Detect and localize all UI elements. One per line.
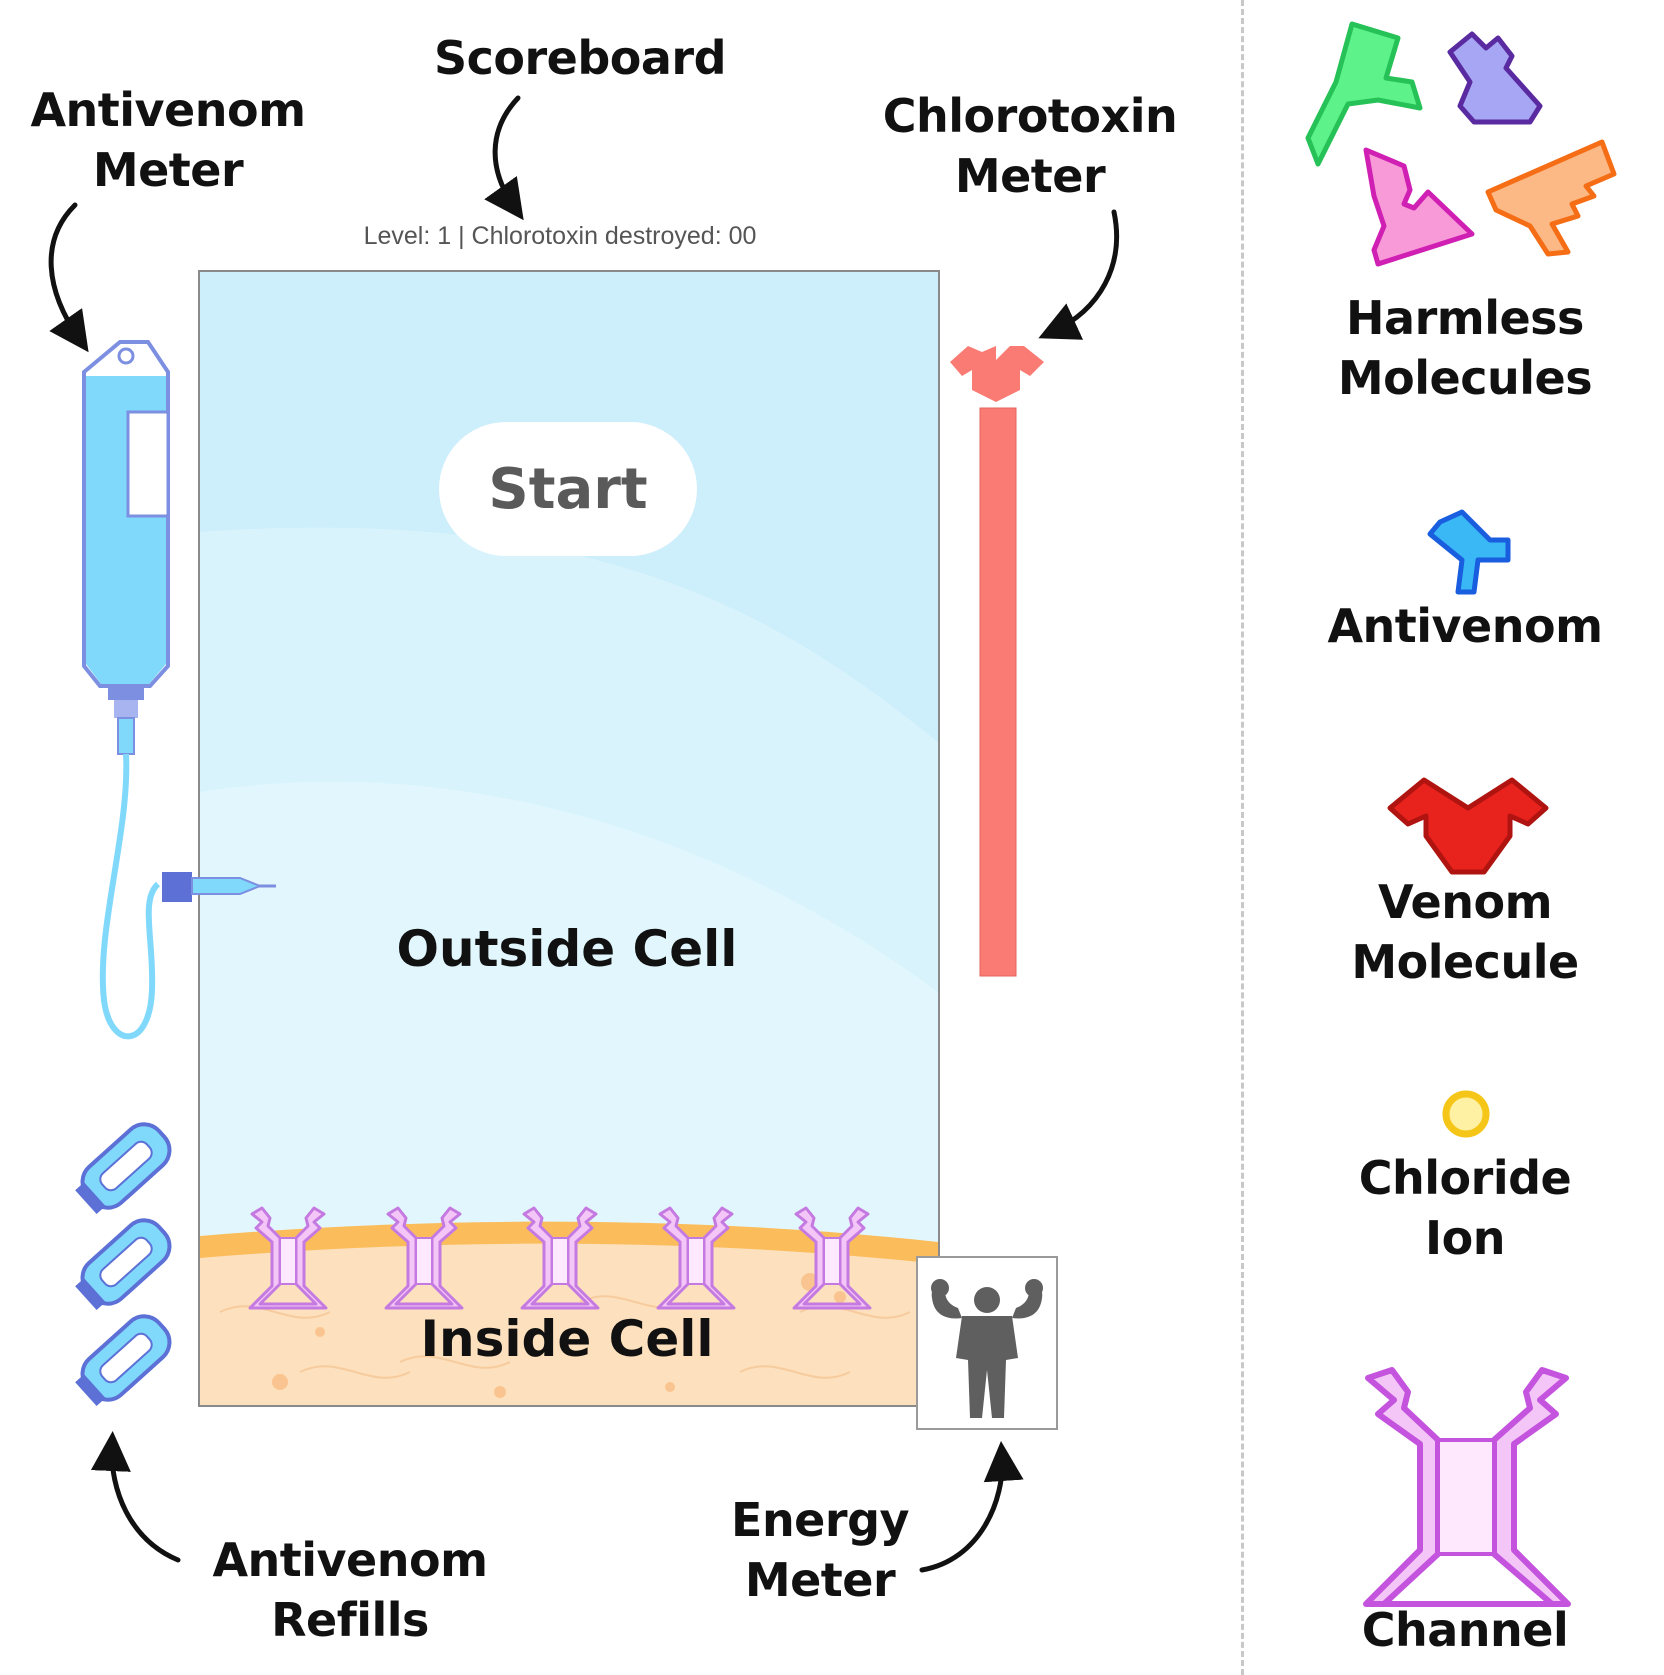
callout-line: Energy	[731, 1493, 909, 1547]
callout-line: Scoreboard	[433, 31, 727, 85]
iv-tube	[99, 753, 161, 1040]
harmless-molecule-icon	[1447, 31, 1543, 125]
arrow-scoreboard	[484, 95, 524, 221]
outside-cell-label: Outside Cell	[396, 920, 738, 978]
harmless-molecule-icon	[1485, 139, 1617, 257]
antivenom-icon	[1427, 509, 1511, 595]
chlorotoxin-meter-fill	[979, 407, 1017, 977]
venom-icon	[1387, 777, 1549, 875]
legend-line: Channel	[1361, 1603, 1569, 1657]
callout-energy-meter: Energy Meter	[720, 1490, 920, 1610]
callout-antivenom-refills: Antivenom Refills	[200, 1530, 500, 1650]
legend-channel-label: Channel	[1290, 1600, 1640, 1660]
game-field	[198, 270, 940, 1407]
channel-icon	[656, 1206, 736, 1310]
antivenom-vial-icon[interactable]	[70, 1308, 178, 1412]
channel-icon	[792, 1206, 872, 1310]
arrow-chlorotoxin-meter	[1038, 209, 1120, 340]
iv-bag-label	[126, 410, 170, 518]
legend-antivenom-label: Antivenom	[1290, 596, 1640, 656]
channel-icon	[520, 1206, 600, 1310]
strongman-icon	[931, 1279, 1043, 1418]
legend-venom-label: Venom Molecule	[1290, 872, 1640, 992]
callout-line: Meter	[744, 1553, 896, 1607]
callout-line: Meter	[954, 149, 1106, 203]
legend-chloride-label: Chloride Ion	[1290, 1148, 1640, 1268]
chlorotoxin-meter	[950, 346, 1044, 977]
legend-line: Ion	[1425, 1211, 1505, 1265]
channel-icon	[248, 1206, 328, 1310]
arrow-antivenom-refills	[90, 1431, 181, 1563]
harmless-molecule-icon	[1305, 21, 1423, 167]
start-button[interactable]: Start	[439, 422, 697, 556]
callout-chlorotoxin-meter: Chlorotoxin Meter	[870, 86, 1190, 206]
legend-line: Chloride	[1358, 1151, 1572, 1205]
syringe-hub	[162, 872, 192, 902]
cell-interior	[200, 1227, 938, 1405]
legend-divider	[1241, 0, 1244, 1675]
antivenom-vial-icon[interactable]	[70, 1116, 178, 1220]
callout-line: Antivenom	[30, 83, 306, 137]
callout-line: Refills	[271, 1593, 429, 1647]
callout-scoreboard: Scoreboard	[420, 28, 740, 88]
legend-line: Harmless	[1346, 291, 1584, 345]
venom-icon	[950, 346, 1044, 402]
legend-line: Venom	[1377, 875, 1553, 929]
antivenom-vial-icon[interactable]	[70, 1212, 178, 1316]
scoreboard: Level: 1 | Chlorotoxin destroyed: 00	[363, 222, 757, 250]
legend-harmless-label: Harmless Molecules	[1290, 288, 1640, 408]
legend-line: Molecules	[1337, 351, 1593, 405]
iv-bag-icon	[82, 340, 276, 1040]
callout-antivenom-meter: Antivenom Meter	[18, 80, 318, 200]
channel-icon	[384, 1206, 464, 1310]
harmless-molecule-icon	[1363, 147, 1475, 267]
legend-line: Molecule	[1351, 935, 1579, 989]
callout-line: Chlorotoxin	[882, 89, 1178, 143]
callout-line: Meter	[92, 143, 244, 197]
inside-cell-label: Inside Cell	[420, 1310, 714, 1368]
channel-icon	[1363, 1367, 1571, 1607]
antivenom-refills	[70, 1116, 178, 1412]
membrane-channels	[248, 1206, 872, 1310]
arrow-antivenom-meter	[48, 202, 89, 353]
energy-meter	[916, 1256, 1058, 1430]
callout-line: Antivenom	[212, 1533, 488, 1587]
arrow-energy-meter	[919, 1441, 1024, 1573]
legend-line: Antivenom	[1327, 599, 1603, 653]
chloride-ion-icon	[1442, 1090, 1490, 1138]
